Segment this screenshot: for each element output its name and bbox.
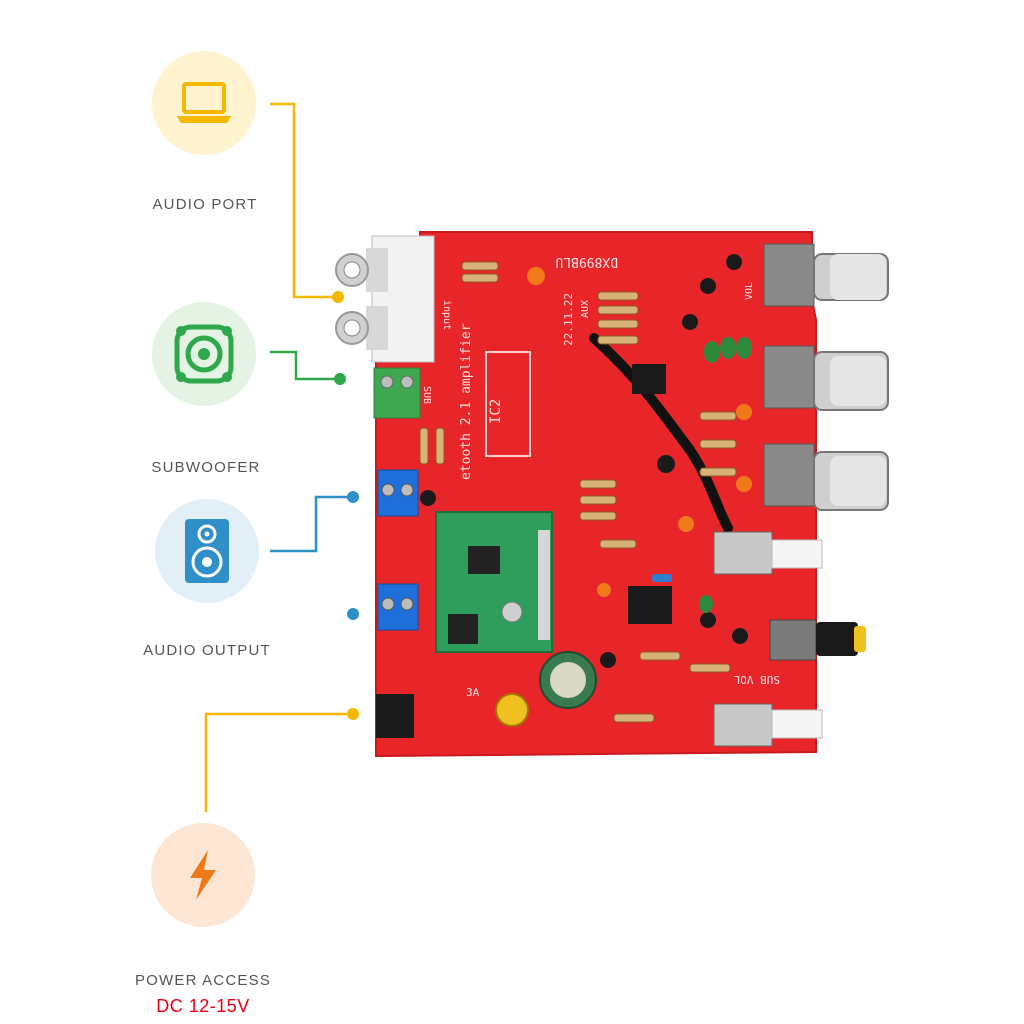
audio-port-icon-circle [152,51,256,155]
audio-port-label: AUDIO PORT [152,196,258,213]
speaker-box-icon [185,519,229,583]
small-capacitors [420,254,752,668]
power-access-icon-circle [151,823,255,927]
audio-output-connector-dot-top [347,491,359,503]
aux-switch [713,531,823,575]
title-silkscreen: etooth 2.1 amplifier [459,323,474,480]
output-terminal-top [377,469,419,517]
power-access-voltage: DC 12-15V [156,996,250,1016]
ic2-silkscreen: IC2 [488,399,504,424]
vol-silkscreen: VOL [744,282,755,300]
audio-output-label: AUDIO OUTPUT [143,642,271,659]
power-switch [713,703,823,747]
sub-vol-knob [769,619,866,661]
laptop-icon [177,82,231,123]
output-terminal-bottom [377,583,419,631]
dc-power-jack [376,694,414,738]
aux-silkscreen: AUX [580,300,591,318]
power-access-connector-dot [347,708,359,720]
middle-knob [763,345,889,411]
rca-input-jacks [335,235,435,363]
sub-vol-silkscreen: SUB VOL [733,673,780,686]
power-access-label: POWER ACCESS [134,972,272,989]
audio-port-connector-dot [332,291,344,303]
lightning-bolt-icon [190,850,216,900]
subwoofer-label: SUBWOOFER [151,459,261,476]
date-silkscreen: 22.11.22 [562,293,575,346]
black-wire [589,333,733,533]
current-silkscreen: 3A [466,686,480,699]
subwoofer-terminal [373,367,421,419]
power-access-connector [204,712,353,812]
subwoofer-connector-dot [334,373,346,385]
opamp-chip [628,586,672,624]
sub-silkscreen: SUB [421,386,432,404]
subwoofer-icon-circle [152,302,256,406]
audio-output-connector-dot-bottom [347,608,359,620]
input-silkscreen: input [441,300,452,330]
bottom-knob [763,443,889,511]
resistors [419,261,737,723]
speaker-cone-icon [174,324,234,384]
subwoofer-connector [270,350,340,381]
audio-output-connector [270,495,353,553]
model-silkscreen: DX899BLU [555,254,618,269]
opamp-chip-2 [632,364,666,394]
audio-output-icon-circle [155,499,259,603]
volume-knob [763,243,889,307]
audio-port-connector [270,102,338,299]
ic2-outline [485,351,531,457]
inductor-coil [495,693,529,727]
bluetooth-module [435,511,553,653]
